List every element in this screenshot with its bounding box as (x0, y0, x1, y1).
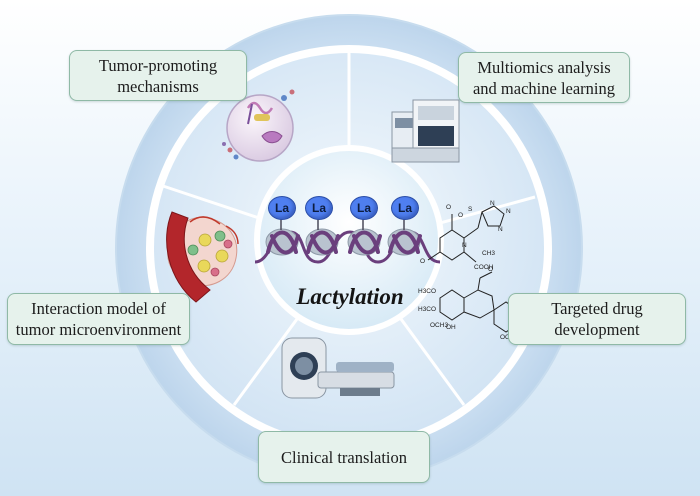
lactyl-badge: La (305, 196, 333, 220)
label-tumor-promoting-mechanisms: Tumor-promoting mechanisms (69, 50, 247, 101)
drug-structure-1 (427, 205, 505, 263)
chem-label: OH (446, 324, 456, 331)
label-text: Multiomics analysis and machine learning (472, 57, 616, 98)
cell-icon (222, 89, 295, 162)
chem-label: O (420, 258, 426, 265)
chem-label: H3CO (418, 288, 437, 295)
chem-label: N (506, 208, 511, 215)
chem-label: N (462, 242, 467, 249)
label-clinical-translation: Clinical translation (258, 431, 430, 483)
label-text: Tumor-promoting mechanisms (98, 55, 218, 96)
chem-label: OCH3 (430, 322, 449, 329)
chem-label: COOH (474, 264, 494, 271)
label-text: Interaction model of tumor microenvironm… (15, 299, 182, 339)
lactyl-badge: La (391, 196, 419, 220)
label-multiomics-analysis: Multiomics analysis and machine learning (458, 52, 630, 103)
tumor-vessel-icon (166, 211, 239, 303)
mri-scanner-icon (281, 337, 395, 399)
chem-label: N (498, 226, 503, 233)
histone-coils (254, 218, 441, 264)
center-title: Lactylation (296, 284, 404, 309)
label-text: Targeted drug development (551, 299, 643, 339)
lactyl-badge: La (268, 196, 296, 220)
chem-label: H3CO (418, 306, 437, 313)
lactyl-badge: La (350, 196, 378, 220)
chem-label: S (468, 206, 473, 213)
chem-label: CH3 (482, 250, 496, 257)
label-targeted-drug-development: Targeted drug development (508, 293, 686, 345)
chem-label: N (490, 200, 495, 207)
label-text: Clinical translation (280, 447, 407, 467)
chem-label: O (446, 204, 452, 211)
instrument-icon (391, 99, 460, 163)
chem-label: O (458, 212, 464, 219)
chem-label: O (488, 266, 494, 273)
label-tumor-microenvironment: Interaction model of tumor microenvironm… (7, 293, 190, 345)
